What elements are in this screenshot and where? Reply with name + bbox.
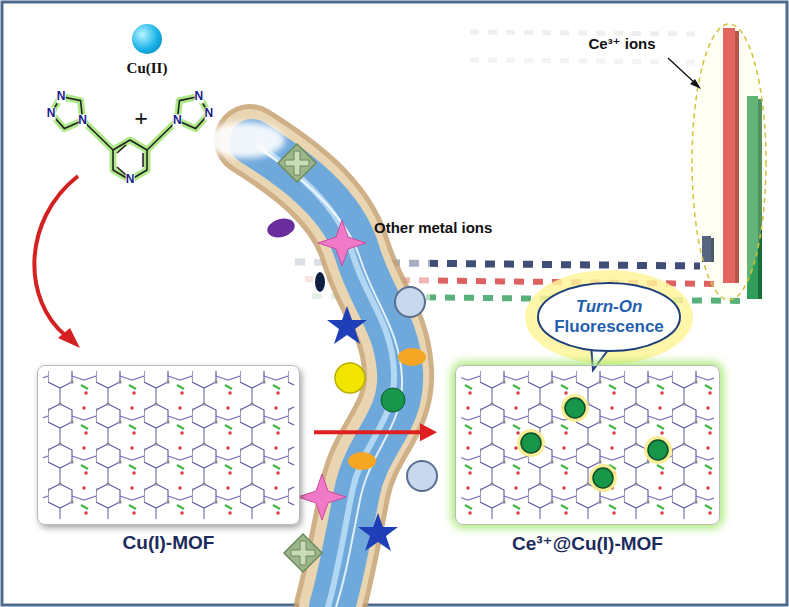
cerium-ions-label: Ce³⁺ ions (588, 36, 655, 53)
atom-label: N (57, 90, 66, 103)
atom-label: N (78, 114, 87, 127)
mof-panel: Cu(I)-MOF (37, 365, 300, 525)
mof-panel: Ce³⁺@Cu(I)-MOF (455, 365, 720, 525)
node-text: Cu(I)-MOF (123, 532, 215, 554)
atom-label: N (173, 114, 182, 127)
cerium-ions (517, 394, 672, 492)
node-text: Ce³⁺@Cu(I)-MOF (512, 532, 663, 555)
atom-label: N (126, 173, 135, 186)
node-text: Fluorescence (554, 317, 664, 337)
reaction-arrow (314, 423, 437, 441)
plus-sign: + (134, 105, 148, 131)
atom-label: N (47, 107, 56, 120)
atom-label: N (195, 90, 204, 103)
node-text: Cu(II) (127, 60, 168, 77)
speech-bubble: Turn-OnFluorescence (537, 282, 681, 352)
node-text: Turn-On (576, 297, 643, 317)
metal-ions-label: Other metal ions (374, 220, 492, 237)
atom-label: N (205, 107, 214, 120)
copper-ion-sphere: Cu(II) (132, 24, 162, 54)
